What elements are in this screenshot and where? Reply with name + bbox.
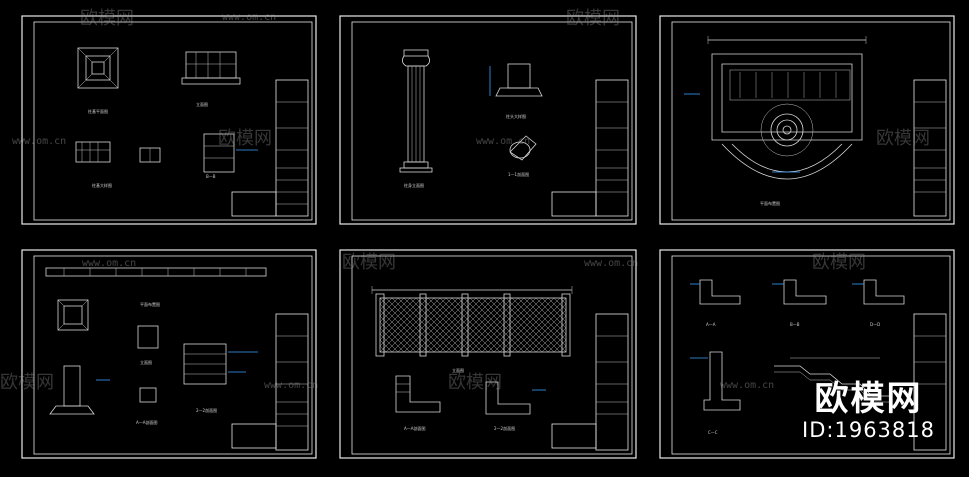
- drawing-title: 柱头大样图: [506, 113, 526, 119]
- title-block-5: [596, 335, 628, 415]
- watermark-url: www.om.cn: [12, 136, 66, 147]
- drawing-title: 平面布置图: [760, 200, 780, 206]
- drawing-title: 2—2剖面图: [494, 425, 515, 431]
- watermark-brand: 欧模网: [342, 252, 396, 273]
- watermark-brand: 欧模网: [876, 128, 930, 149]
- sheet-4: 平面布置图 立面图 A—A剖面图 2—2剖面图: [21, 249, 317, 459]
- watermark-url: www.om.cn: [476, 136, 530, 147]
- brand-name: 欧模网: [814, 379, 923, 419]
- sheet-6: A—A B—B D—D C—C: [659, 249, 955, 459]
- watermark-brand: 欧模网: [0, 372, 54, 393]
- drawing-title: 2—2剖面图: [196, 407, 217, 413]
- watermark-url: www.om.cn: [222, 12, 276, 23]
- drawing-title: 1—1剖面图: [508, 171, 529, 177]
- drawing-title: 柱基平面图: [88, 108, 108, 114]
- watermark-url: www.om.cn: [264, 380, 318, 391]
- sheet-6-labels: A—A B—B D—D C—C: [706, 322, 880, 435]
- drawing-title: 立面图: [452, 367, 464, 373]
- sheet-2: 柱身立面图 柱头大样图 1—1剖面图: [339, 15, 637, 225]
- brand-watermark: 欧模网 ID:1963818: [802, 380, 935, 442]
- title-block-1: [276, 101, 308, 205]
- watermark-url: www.om.cn: [720, 380, 774, 391]
- drawing-title: D—D: [870, 322, 880, 327]
- drawing-title: B—B: [206, 174, 216, 179]
- sheet-2-labels: 柱身立面图 柱头大样图 1—1剖面图: [404, 113, 529, 188]
- title-block-2: [596, 101, 628, 193]
- title-block-6: [914, 335, 946, 385]
- drawing-title: A—A剖面图: [136, 419, 157, 425]
- drawing-title: 立面图: [140, 359, 152, 365]
- drawing-title: B—B: [790, 322, 800, 327]
- drawing-title: 平面布置图: [140, 301, 160, 307]
- title-block-4: [276, 335, 308, 427]
- drawing-title: A—A剖面图: [404, 425, 425, 431]
- drawing-title: C—C: [708, 430, 718, 435]
- title-block-3: [914, 101, 946, 193]
- watermark-layer: 欧模网 www.om.cn 欧模网 欧模网 www.om.cn www.om.c…: [0, 8, 930, 393]
- sheet-3: 平面布置图: [659, 15, 955, 225]
- watermark-url: www.om.cn: [584, 258, 638, 269]
- lattice-pattern: [379, 297, 567, 353]
- watermark-brand: 欧模网: [812, 252, 866, 273]
- sheet-1-labels: 柱基平面图 立面图 柱基大样图 B—B: [88, 101, 216, 188]
- sheet-3-labels: 平面布置图: [760, 200, 780, 206]
- sheet-4-labels: 平面布置图 立面图 A—A剖面图 2—2剖面图: [136, 301, 217, 425]
- watermark-brand: 欧模网: [80, 8, 134, 29]
- drawing-title: A—A: [706, 322, 716, 327]
- drawing-title: 立面图: [196, 101, 208, 107]
- drawing-title: 柱身立面图: [404, 182, 424, 188]
- watermark-brand: 欧模网: [448, 372, 502, 393]
- watermark-url: www.om.cn: [82, 258, 136, 269]
- asset-id: ID:1963818: [802, 418, 935, 442]
- sheet-5: 立面图 A—A剖面图 2—2剖面图: [339, 249, 637, 459]
- sheet-1: 柱基平面图 立面图 柱基大样图 B—B: [21, 15, 317, 225]
- watermark-brand: 欧模网: [566, 8, 620, 29]
- site-plan-pattern: [739, 72, 837, 98]
- sheet-5-labels: 立面图 A—A剖面图 2—2剖面图: [404, 367, 515, 431]
- watermark-brand: 欧模网: [218, 128, 272, 149]
- drawing-title: 柱基大样图: [92, 182, 112, 188]
